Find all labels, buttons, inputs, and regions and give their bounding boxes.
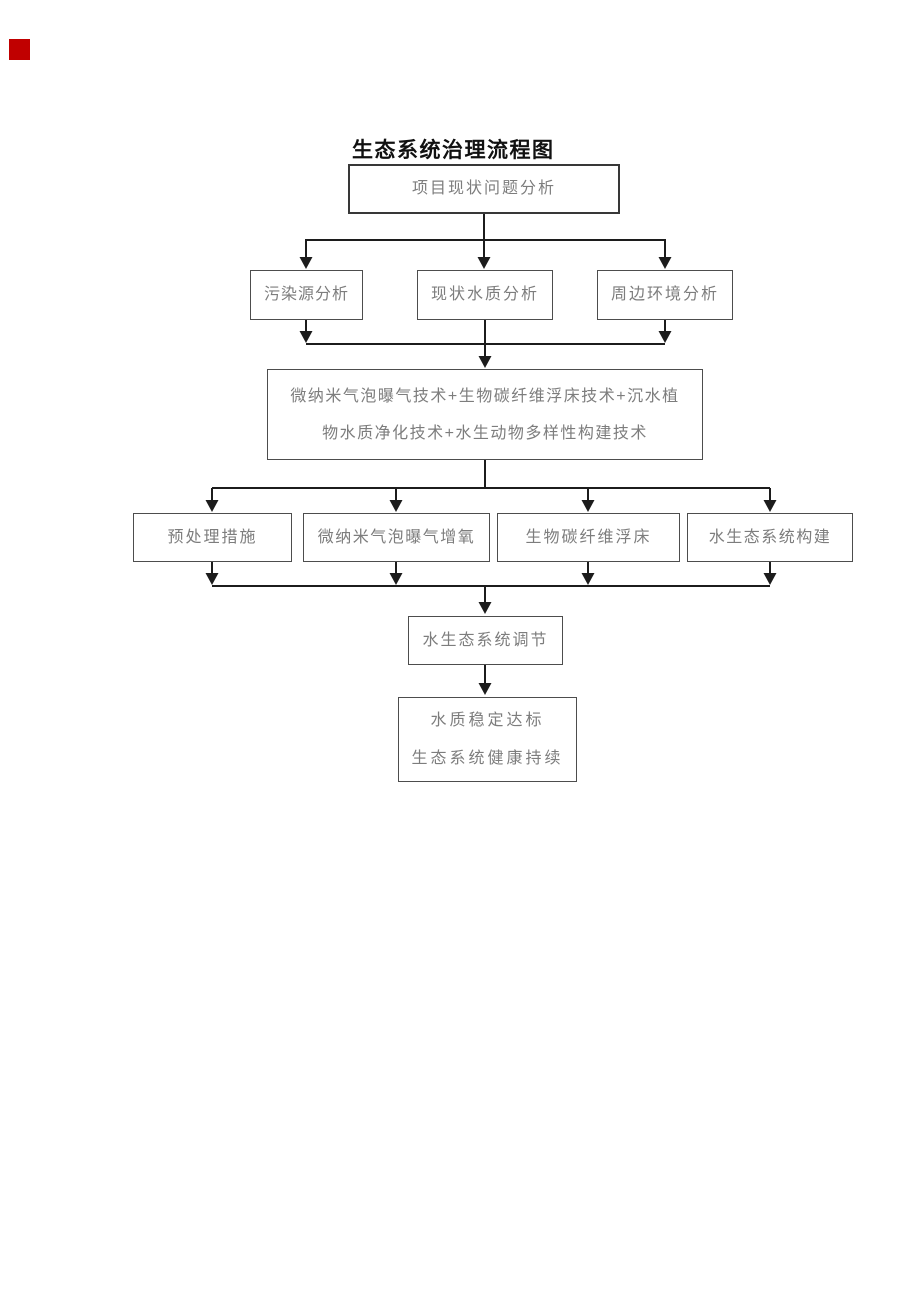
technology-combination-line2: 物水质净化技术+水生动物多样性构建技术 bbox=[322, 424, 648, 442]
node-aquatic-ecosystem-construction: 水生态系统构建 bbox=[687, 513, 853, 562]
red-square-marker bbox=[9, 39, 30, 60]
node-pretreatment-measures: 预处理措施 bbox=[133, 513, 292, 562]
arrow-analysis-to-tech bbox=[299, 320, 672, 368]
node-technology-combination: 微纳米气泡曝气技术+生物碳纤维浮床技术+沉水植 物水质净化技术+水生动物多样性构… bbox=[267, 369, 703, 460]
node-project-status-analysis: 项目现状问题分析 bbox=[348, 164, 620, 214]
technology-combination-line1: 微纳米气泡曝气技术+生物碳纤维浮床技术+沉水植 bbox=[290, 387, 680, 405]
final-result-line1: 水质稳定达标 bbox=[430, 711, 545, 729]
node-bio-carbon-fiber-floating-bed: 生物碳纤维浮床 bbox=[497, 513, 680, 562]
final-result-line2: 生态系统健康持续 bbox=[411, 749, 564, 767]
diagram-title: 生态系统治理流程图 bbox=[352, 139, 555, 162]
node-surrounding-environment-analysis: 周边环境分析 bbox=[597, 270, 733, 320]
node-current-water-quality-analysis: 现状水质分析 bbox=[417, 270, 553, 320]
arrow-tech-to-measures bbox=[205, 460, 777, 512]
arrow-measures-to-regulation bbox=[205, 562, 777, 614]
node-micro-nano-bubble-aeration: 微纳米气泡曝气增氧 bbox=[303, 513, 490, 562]
arrow-regulation-to-result bbox=[478, 665, 492, 695]
node-pollution-source-analysis: 污染源分析 bbox=[250, 270, 363, 320]
arrow-root-to-analysis bbox=[299, 214, 672, 269]
node-aquatic-ecosystem-regulation: 水生态系统调节 bbox=[408, 616, 563, 665]
node-final-result: 水质稳定达标 生态系统健康持续 bbox=[398, 697, 577, 782]
